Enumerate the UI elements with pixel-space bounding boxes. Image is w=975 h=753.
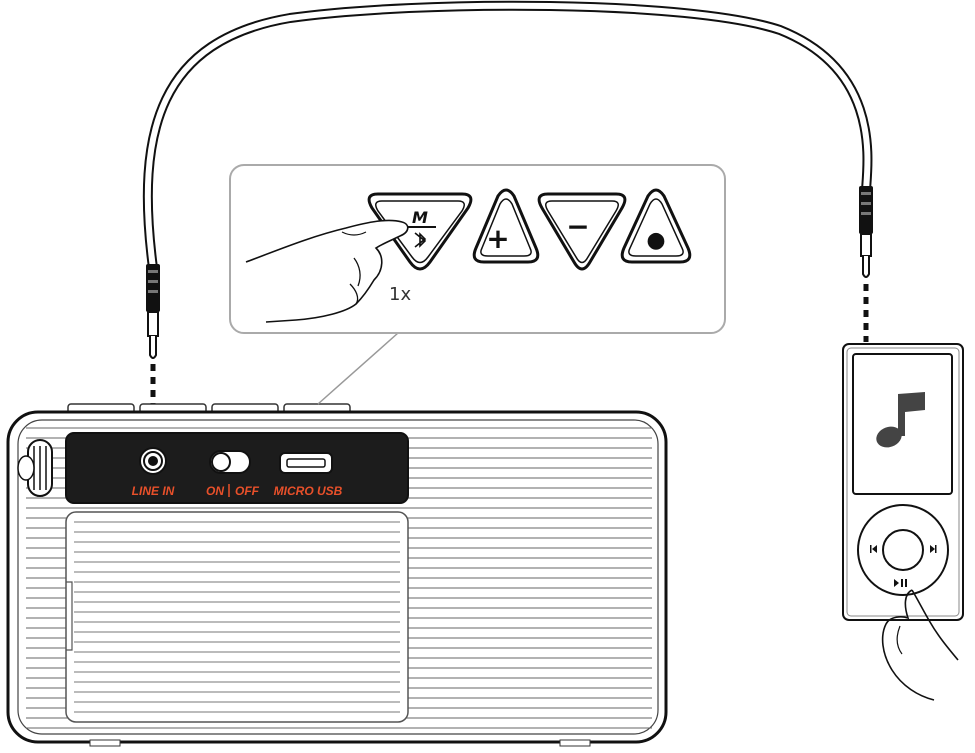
mode-bluetooth-button[interactable]: M — [367, 192, 473, 271]
line-in-label: LINE IN — [132, 484, 175, 498]
right-jack-plug — [859, 186, 873, 278]
previous-track-icon[interactable] — [870, 545, 877, 553]
line-in-port[interactable] — [139, 447, 167, 475]
on-label: ON — [206, 484, 224, 498]
speaker-inner-grille — [74, 521, 400, 713]
strap-loop — [17, 439, 53, 497]
port-panel: LINE IN ON OFF MICRO USB — [65, 432, 409, 504]
volume-up-button[interactable]: + — [472, 188, 540, 264]
click-wheel[interactable] — [857, 504, 949, 596]
minus-glyph: − — [566, 210, 589, 243]
left-jack-plug — [146, 264, 160, 359]
next-track-icon[interactable] — [930, 545, 937, 553]
bluetooth-icon — [414, 232, 427, 248]
press-count: 1x — [389, 284, 411, 305]
pressing-hand-icon — [245, 219, 409, 323]
play-pause-icon[interactable] — [894, 579, 907, 587]
power-switch[interactable] — [209, 450, 251, 474]
music-player — [842, 343, 964, 701]
mode-letter: M — [412, 208, 428, 227]
micro-usb-port[interactable] — [279, 452, 333, 474]
off-label: OFF — [235, 484, 260, 498]
button-callout: M + − ● 1x — [229, 164, 726, 334]
record-button[interactable]: ● — [620, 188, 692, 264]
volume-down-button[interactable]: − — [537, 192, 627, 271]
pressing-hand-player — [881, 589, 959, 701]
music-note-icon — [876, 392, 925, 448]
micro-usb-label: MICRO USB — [274, 484, 343, 498]
record-glyph: ● — [646, 228, 665, 253]
plus-glyph: + — [486, 222, 509, 255]
callout-pointer — [317, 332, 399, 405]
